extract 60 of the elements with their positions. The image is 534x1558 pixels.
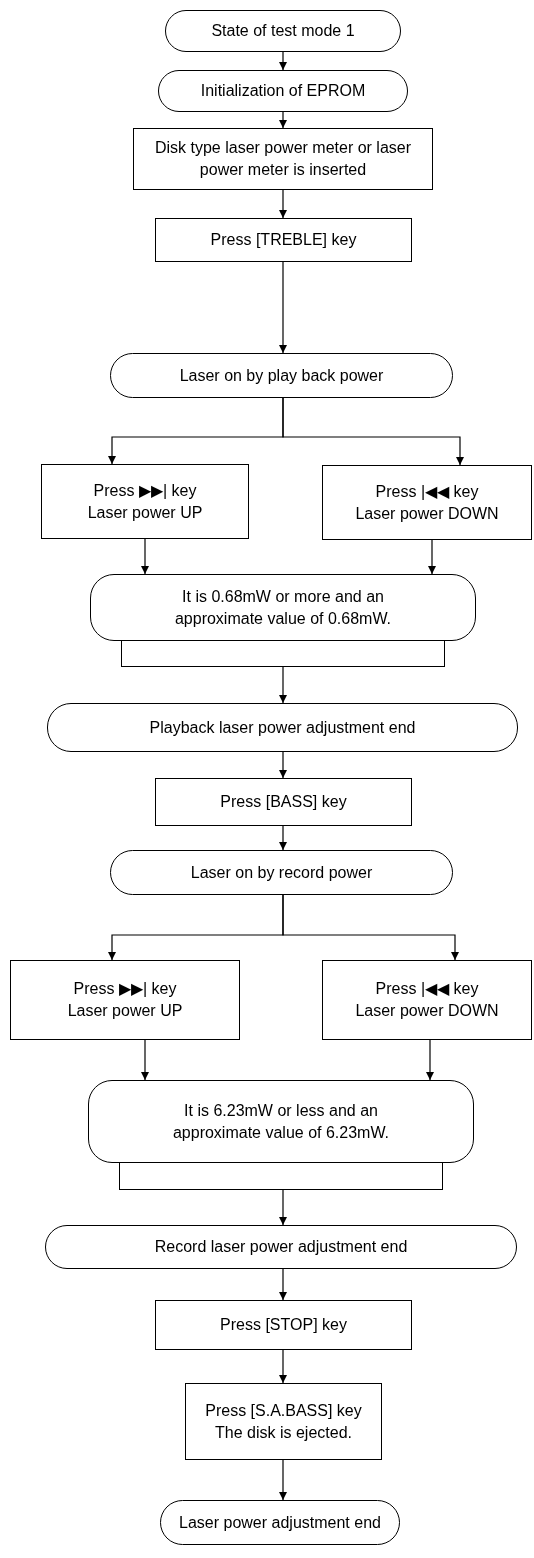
node-label: Press |◀◀ key bbox=[375, 481, 479, 502]
arrow bbox=[279, 751, 287, 779]
node-label: Laser power UP bbox=[87, 502, 203, 523]
node-label: Press [BASS] key bbox=[220, 792, 347, 812]
node-label: It is 6.23mW or less and an approximate value of 6.23mW. bbox=[171, 1100, 391, 1143]
terminal-box bbox=[160, 1500, 400, 1545]
node-label: Initialization of EPROM bbox=[200, 81, 366, 101]
arrow bbox=[279, 1189, 287, 1226]
arrow bbox=[279, 1268, 287, 1301]
node-label: Press ▶▶| key bbox=[93, 480, 197, 501]
arrow bbox=[141, 1039, 149, 1081]
process-box bbox=[185, 1383, 382, 1460]
node-label: Playback laser power adjustment end bbox=[149, 717, 416, 738]
process-box bbox=[322, 465, 532, 540]
node-label: Press ▶▶| key bbox=[73, 979, 177, 999]
node-label: Record laser power adjustment end bbox=[154, 1237, 408, 1257]
arrow bbox=[279, 1349, 287, 1384]
node-label: Laser power DOWN bbox=[355, 503, 499, 524]
arrow bbox=[279, 825, 287, 851]
node-label: Press [TREBLE] key bbox=[210, 230, 357, 250]
node-label: Laser power DOWN bbox=[355, 1001, 499, 1021]
terminal-box bbox=[158, 70, 408, 112]
arrow bbox=[282, 397, 464, 466]
arrow bbox=[279, 1459, 287, 1501]
node-label: Laser power UP bbox=[67, 1001, 183, 1021]
process-box bbox=[10, 960, 240, 1040]
arrow bbox=[279, 189, 287, 219]
process-box bbox=[133, 128, 433, 190]
arrow bbox=[426, 1039, 434, 1081]
bracket-box bbox=[121, 641, 445, 667]
process-box bbox=[41, 464, 249, 539]
terminal-box bbox=[165, 10, 401, 52]
arrow bbox=[279, 51, 287, 71]
process-box bbox=[322, 960, 532, 1040]
arrow bbox=[279, 111, 287, 129]
terminal-box bbox=[88, 1080, 474, 1163]
arrow bbox=[282, 894, 459, 961]
node-label: Press |◀◀ key bbox=[375, 979, 479, 999]
node-label: It is 0.68mW or more and an approximate value of 0.68mW. bbox=[173, 586, 393, 629]
terminal-box bbox=[110, 850, 453, 895]
node-label: Press [S.A.BASS] key bbox=[205, 1400, 362, 1421]
terminal-box bbox=[45, 1225, 517, 1269]
bracket-box bbox=[119, 1163, 443, 1190]
terminal-box bbox=[110, 353, 453, 398]
process-box bbox=[155, 218, 412, 262]
process-box bbox=[155, 1300, 412, 1350]
node-label: Laser on by play back power bbox=[179, 365, 384, 386]
terminal-box bbox=[47, 703, 518, 752]
node-label: The disk is ejected. bbox=[215, 1422, 352, 1443]
process-box bbox=[155, 778, 412, 826]
arrow bbox=[279, 666, 287, 704]
node-label: Press [STOP] key bbox=[220, 1315, 347, 1335]
arrow bbox=[279, 261, 287, 354]
arrow bbox=[141, 538, 149, 575]
arrow bbox=[428, 539, 436, 575]
node-label: Laser power adjustment end bbox=[179, 1512, 381, 1533]
terminal-box bbox=[90, 574, 476, 641]
node-label: State of test mode 1 bbox=[211, 21, 355, 41]
node-label: Disk type laser power meter or laser power meter is inserted bbox=[153, 138, 413, 180]
node-label: Laser on by record power bbox=[190, 862, 373, 883]
